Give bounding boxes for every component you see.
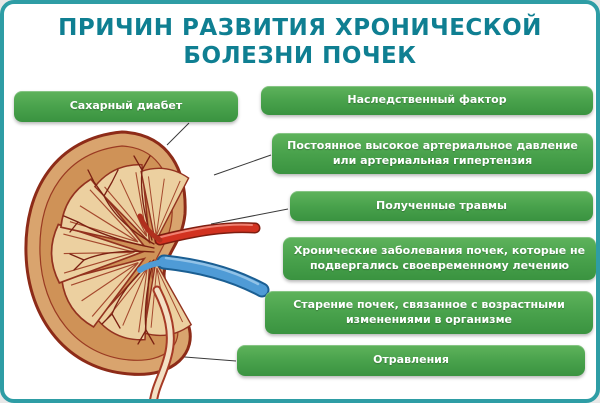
cause-box-trauma: Полученные травмы — [290, 191, 593, 221]
cause-box-poisoning: Отравления — [237, 345, 585, 376]
renal-vein — [137, 254, 270, 298]
cause-box-hereditary: Наследственный фактор — [261, 86, 593, 115]
renal-artery — [137, 213, 261, 246]
poster-title-line2: БОЛЕЗНИ ПОЧЕК — [183, 43, 417, 70]
connector-line — [210, 208, 289, 225]
poster-title: ПРИЧИН РАЗВИТИЯ ХРОНИЧЕСКОЙ БОЛЕЗНИ ПОЧЕ… — [4, 14, 596, 70]
connector-line — [166, 122, 190, 146]
ureter — [149, 285, 175, 399]
cause-box-hypertension: Постоянное высокое артериальное давление… — [272, 133, 593, 174]
connector-line — [213, 154, 272, 176]
cause-box-aging: Старение почек, связанное с возрастными … — [265, 291, 593, 334]
cause-box-diabetes: Сахарный диабет — [14, 91, 238, 122]
kidney-illustration — [24, 122, 289, 399]
cause-box-untreated-chronic-disease: Хронические заболевания почек, которые н… — [283, 237, 596, 280]
poster-title-line1: ПРИЧИН РАЗВИТИЯ ХРОНИЧЕСКОЙ — [58, 15, 542, 41]
renal-vessel-tree — [63, 155, 155, 345]
